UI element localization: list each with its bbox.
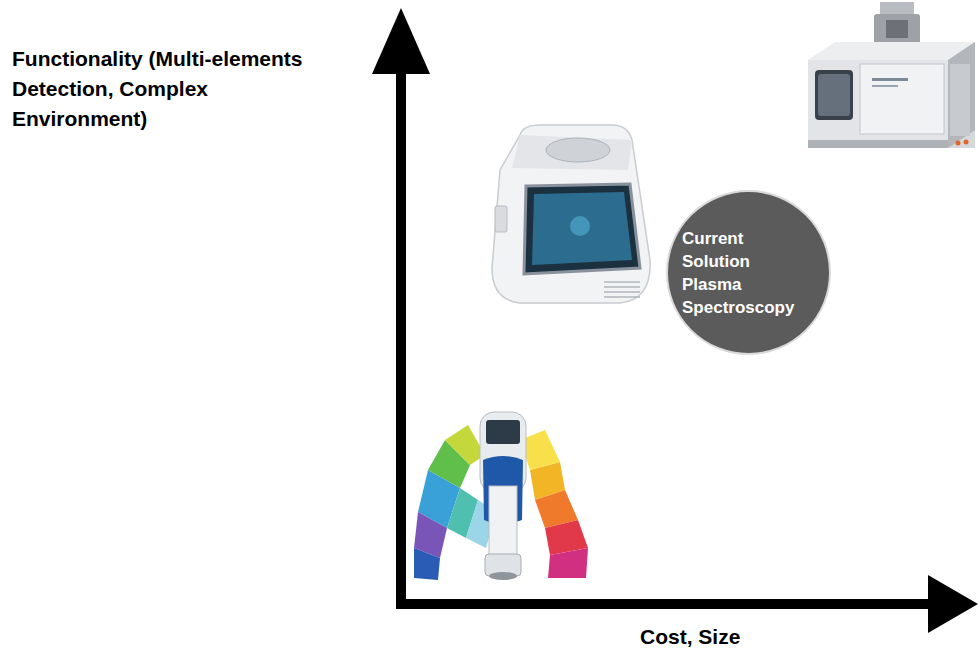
icp-instrument	[808, 2, 975, 148]
colorimeter	[414, 412, 588, 580]
axis-label: Functionality (Multi-elements Detection,…	[12, 44, 312, 134]
axis-label: Cost, Size	[640, 624, 840, 650]
plasma-device	[492, 125, 650, 303]
axes	[372, 8, 978, 633]
circle-text: Current Solution Plasma Spectroscopy	[682, 227, 808, 319]
solution-circle: Current Solution Plasma Spectroscopy	[666, 190, 831, 355]
